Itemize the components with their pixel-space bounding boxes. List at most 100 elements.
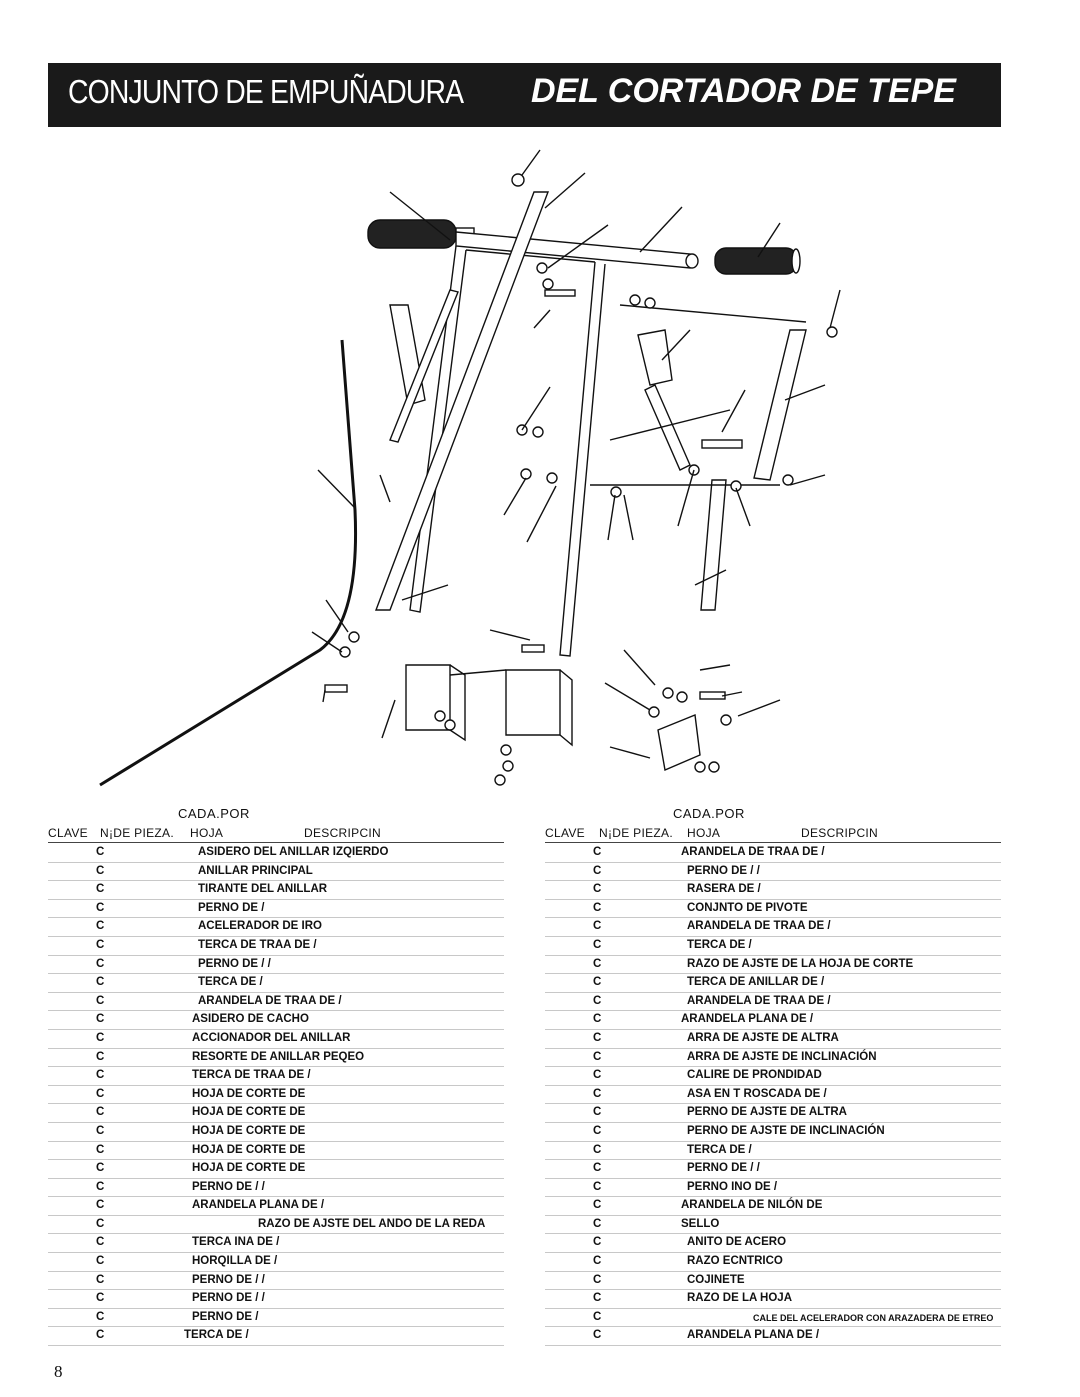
row-description: ARANDELA PLANA DE / — [681, 1013, 814, 1026]
row-description: PERNO DE / / — [192, 1180, 265, 1193]
row-description: HOJA DE CORTE DE — [192, 1143, 306, 1156]
row-clave: C — [96, 1031, 105, 1044]
table-row: C HOJA DE CORTE DE — [48, 1086, 504, 1105]
row-clave: C — [593, 1199, 602, 1212]
table-row: C ARANDELA DE TRAA DE / — [545, 918, 1001, 937]
col-descripcion: DESCRIPCIN — [304, 826, 382, 840]
row-clave: C — [96, 1087, 105, 1100]
row-description: ANITO DE ACERO — [687, 1236, 787, 1249]
row-description: PERNO DE AJSTE DE ALTRA — [687, 1106, 847, 1119]
row-description: ACELERADOR DE IRO — [198, 920, 322, 933]
row-description: ARANDELA DE TRAA DE / — [687, 920, 831, 933]
row-clave: C — [593, 901, 602, 914]
row-clave: C — [96, 901, 105, 914]
row-description: RESORTE DE ANILLAR PEQEO — [192, 1050, 365, 1063]
row-clave: C — [96, 1255, 105, 1268]
row-clave: C — [593, 938, 602, 951]
row-description: RAZO ECNTRICO — [687, 1255, 783, 1268]
page-number: 8 — [54, 1362, 63, 1381]
row-clave: C — [593, 1143, 602, 1156]
row-clave: C — [593, 1255, 602, 1268]
row-clave: C — [96, 883, 105, 896]
row-description: ARANDELA DE NILÓN DE — [681, 1199, 823, 1212]
row-clave: C — [96, 920, 105, 933]
row-clave: C — [96, 994, 105, 1007]
col-clave: CLAVE — [545, 826, 585, 840]
row-description: ARANDELA DE TRAA DE / — [198, 994, 342, 1007]
table-row: C CALIRE DE PRONDIDAD — [545, 1067, 1001, 1086]
table-row: C PERNO DE / / — [48, 1272, 504, 1291]
row-clave: C — [96, 1273, 105, 1286]
row-clave: C — [96, 1292, 105, 1305]
row-description: PERNO DE / / — [198, 957, 271, 970]
table-row: C ARRA DE AJSTE DE INCLINACIÓN — [545, 1049, 1001, 1068]
col-parte: N¡DE PIEZA. — [599, 826, 673, 840]
row-clave: C — [593, 920, 602, 933]
row-description: ARANDELA PLANA DE / — [192, 1199, 325, 1212]
row-description: CALIRE DE PRONDIDAD — [687, 1069, 822, 1082]
row-clave: C — [96, 1199, 105, 1212]
row-description: PERNO DE / / — [192, 1292, 265, 1305]
row-description: ARANDELA PLANA DE / — [687, 1329, 820, 1342]
row-description: HOJA DE CORTE DE — [192, 1124, 306, 1137]
parts-diagram — [99, 149, 841, 787]
row-clave: C — [593, 1217, 602, 1230]
row-clave: C — [593, 1050, 602, 1063]
row-description: HORQILLA DE / — [192, 1255, 278, 1268]
table-row: C COJINETE — [545, 1272, 1001, 1291]
row-clave: C — [593, 1069, 602, 1082]
row-description: ASIDERO DEL ANILLAR IZQIERDO — [198, 846, 389, 858]
table-row: C HORQILLA DE / — [48, 1253, 504, 1272]
row-clave: C — [96, 1180, 105, 1193]
cada-por-label: CADA.POR — [178, 806, 250, 821]
row-description: PERNO DE / — [198, 901, 265, 914]
row-clave: C — [96, 1124, 105, 1137]
row-clave: C — [96, 938, 105, 951]
row-description: PERNO DE AJSTE DE INCLINACIÓN — [687, 1124, 885, 1137]
row-clave: C — [593, 1162, 602, 1175]
table-row: C PERNO DE / — [48, 900, 504, 919]
row-description: CONJNTO DE PIVOTE — [687, 901, 808, 914]
row-description: TERCA DE TRAA DE / — [192, 1069, 311, 1082]
row-clave: C — [593, 994, 602, 1007]
row-description: TERCA DE / — [184, 1329, 249, 1342]
row-clave: C — [96, 1329, 105, 1342]
row-description: HOJA DE CORTE DE — [192, 1087, 306, 1100]
row-clave: C — [593, 1106, 602, 1119]
table-row: C CONJNTO DE PIVOTE — [545, 900, 1001, 919]
row-clave: C — [593, 846, 602, 858]
row-clave: C — [593, 1292, 602, 1305]
table-row: C ACELERADOR DE IRO — [48, 918, 504, 937]
row-description: TERCA INA DE / — [192, 1236, 280, 1249]
row-clave: C — [96, 1310, 105, 1323]
row-description: COJINETE — [687, 1273, 745, 1286]
col-parte: N¡DE PIEZA. — [100, 826, 174, 840]
row-description: HOJA DE CORTE DE — [192, 1106, 306, 1119]
row-clave: C — [593, 883, 602, 896]
row-description: ARRA DE AJSTE DE INCLINACIÓN — [687, 1050, 877, 1063]
row-description: ARANDELA DE TRAA DE / — [687, 994, 831, 1007]
col-clave: CLAVE — [48, 826, 88, 840]
row-clave: C — [593, 1273, 602, 1286]
table-row: C ARANDELA PLANA DE / — [48, 1197, 504, 1216]
row-clave: C — [96, 976, 105, 989]
row-clave: C — [96, 864, 105, 877]
table-row: C HOJA DE CORTE DE — [48, 1123, 504, 1142]
row-clave: C — [593, 957, 602, 970]
row-clave: C — [593, 1031, 602, 1044]
row-clave: C — [96, 1106, 105, 1119]
row-description: PERNO DE / / — [192, 1273, 265, 1286]
